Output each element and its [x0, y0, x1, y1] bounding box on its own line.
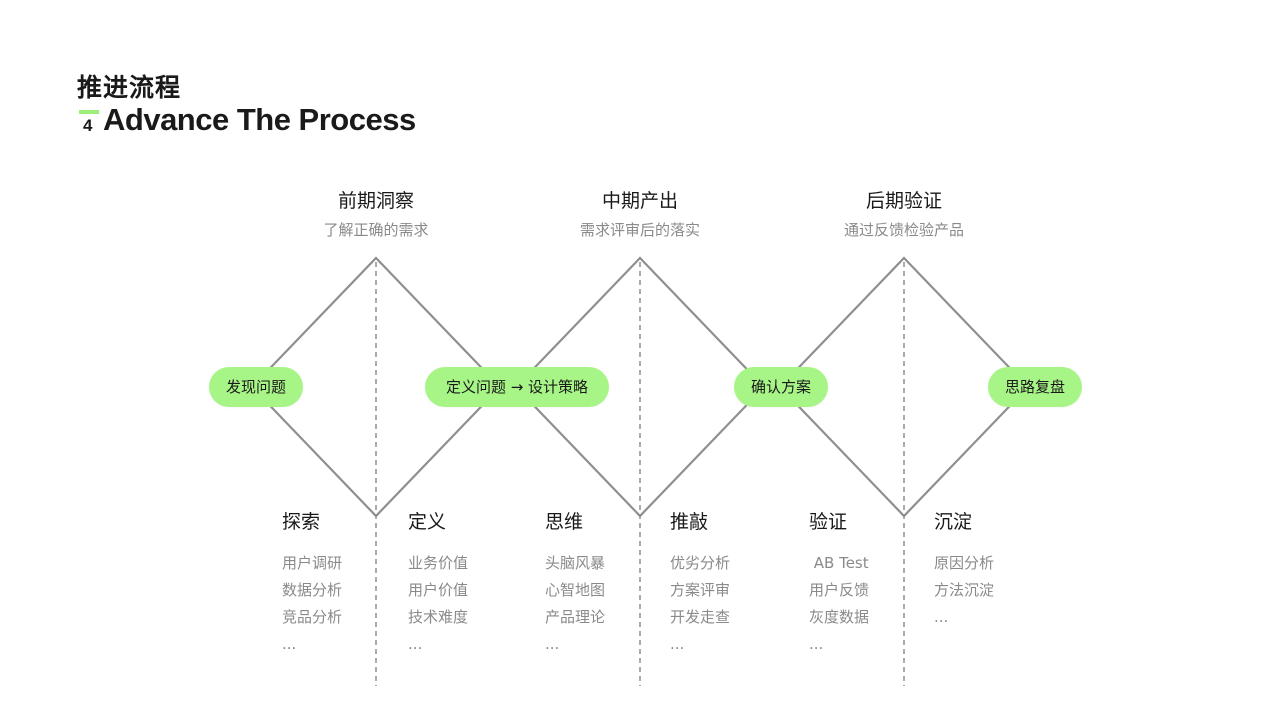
- pill-review-thinking: 思路复盘: [988, 367, 1082, 407]
- phase-subtitle: 了解正确的需求: [323, 221, 429, 239]
- phase-heading-2: 中期产出 需求评审后的落实: [520, 186, 760, 240]
- column-deliberate: 推敲 优劣分析 方案评审 开发走查 ...: [670, 507, 790, 658]
- column-title: 定义: [408, 511, 447, 533]
- list-item: 心智地图: [545, 581, 606, 599]
- list-item: 方案评审: [670, 581, 731, 599]
- page-title-cn: 推进流程: [77, 73, 182, 102]
- list-item: 竞品分析: [282, 608, 343, 626]
- phase-subtitle: 需求评审后的落实: [579, 221, 700, 239]
- pill-discover-problem: 发现问题: [209, 367, 303, 407]
- column-thinking: 思维 头脑风暴 心智地图 产品理论 ...: [545, 507, 665, 658]
- phase-title: 中期产出: [601, 190, 678, 212]
- phase-title: 后期验证: [865, 190, 942, 212]
- column-title: 思维: [545, 511, 584, 533]
- list-item: 用户调研: [282, 554, 343, 572]
- pill-confirm-solution: 确认方案: [734, 367, 828, 407]
- column-consolidate: 沉淀 原因分析 方法沉淀 ...: [934, 507, 1054, 631]
- phase-subtitle: 通过反馈检验产品: [843, 221, 964, 239]
- phase-heading-3: 后期验证 通过反馈检验产品: [784, 186, 1024, 240]
- list-item: 灰度数据: [809, 608, 870, 626]
- list-item: 原因分析: [934, 554, 995, 572]
- column-explore: 探索 用户调研 数据分析 竞品分析 ...: [282, 507, 402, 658]
- list-item: 优劣分析: [670, 554, 731, 572]
- pill-define-design: 定义问题 → 设计策略: [425, 367, 609, 407]
- list-item: ...: [545, 635, 560, 653]
- phase-title: 前期洞察: [337, 190, 414, 212]
- list-item: 开发走查: [670, 608, 731, 626]
- column-title: 沉淀: [934, 511, 973, 533]
- column-define: 定义 业务价值 用户价值 技术难度 ...: [408, 507, 528, 658]
- phase-heading-1: 前期洞察 了解正确的需求: [256, 186, 496, 240]
- list-item: ...: [809, 635, 824, 653]
- list-item: 技术难度: [408, 608, 469, 626]
- column-title: 探索: [282, 511, 321, 533]
- list-item: 产品理论: [545, 608, 606, 626]
- list-item: 方法沉淀: [934, 581, 995, 599]
- list-item: 数据分析: [282, 581, 343, 599]
- list-item: ...: [670, 635, 685, 653]
- column-verify: 验证 AB Test 用户反馈 灰度数据 ...: [809, 507, 929, 658]
- list-item: 业务价值: [408, 554, 469, 572]
- list-item: 用户价值: [408, 581, 469, 599]
- list-item: AB Test: [809, 554, 869, 572]
- column-title: 验证: [809, 511, 848, 533]
- list-item: 用户反馈: [809, 581, 870, 599]
- list-item: ...: [282, 635, 297, 653]
- list-item: ...: [408, 635, 423, 653]
- list-item: 头脑风暴: [545, 554, 606, 572]
- section-number-accent-bar: [79, 110, 99, 114]
- list-item: ...: [934, 608, 949, 626]
- column-title: 推敲: [670, 511, 709, 533]
- section-number: 4: [83, 116, 93, 135]
- page-title-en: Advance The Process: [103, 102, 416, 137]
